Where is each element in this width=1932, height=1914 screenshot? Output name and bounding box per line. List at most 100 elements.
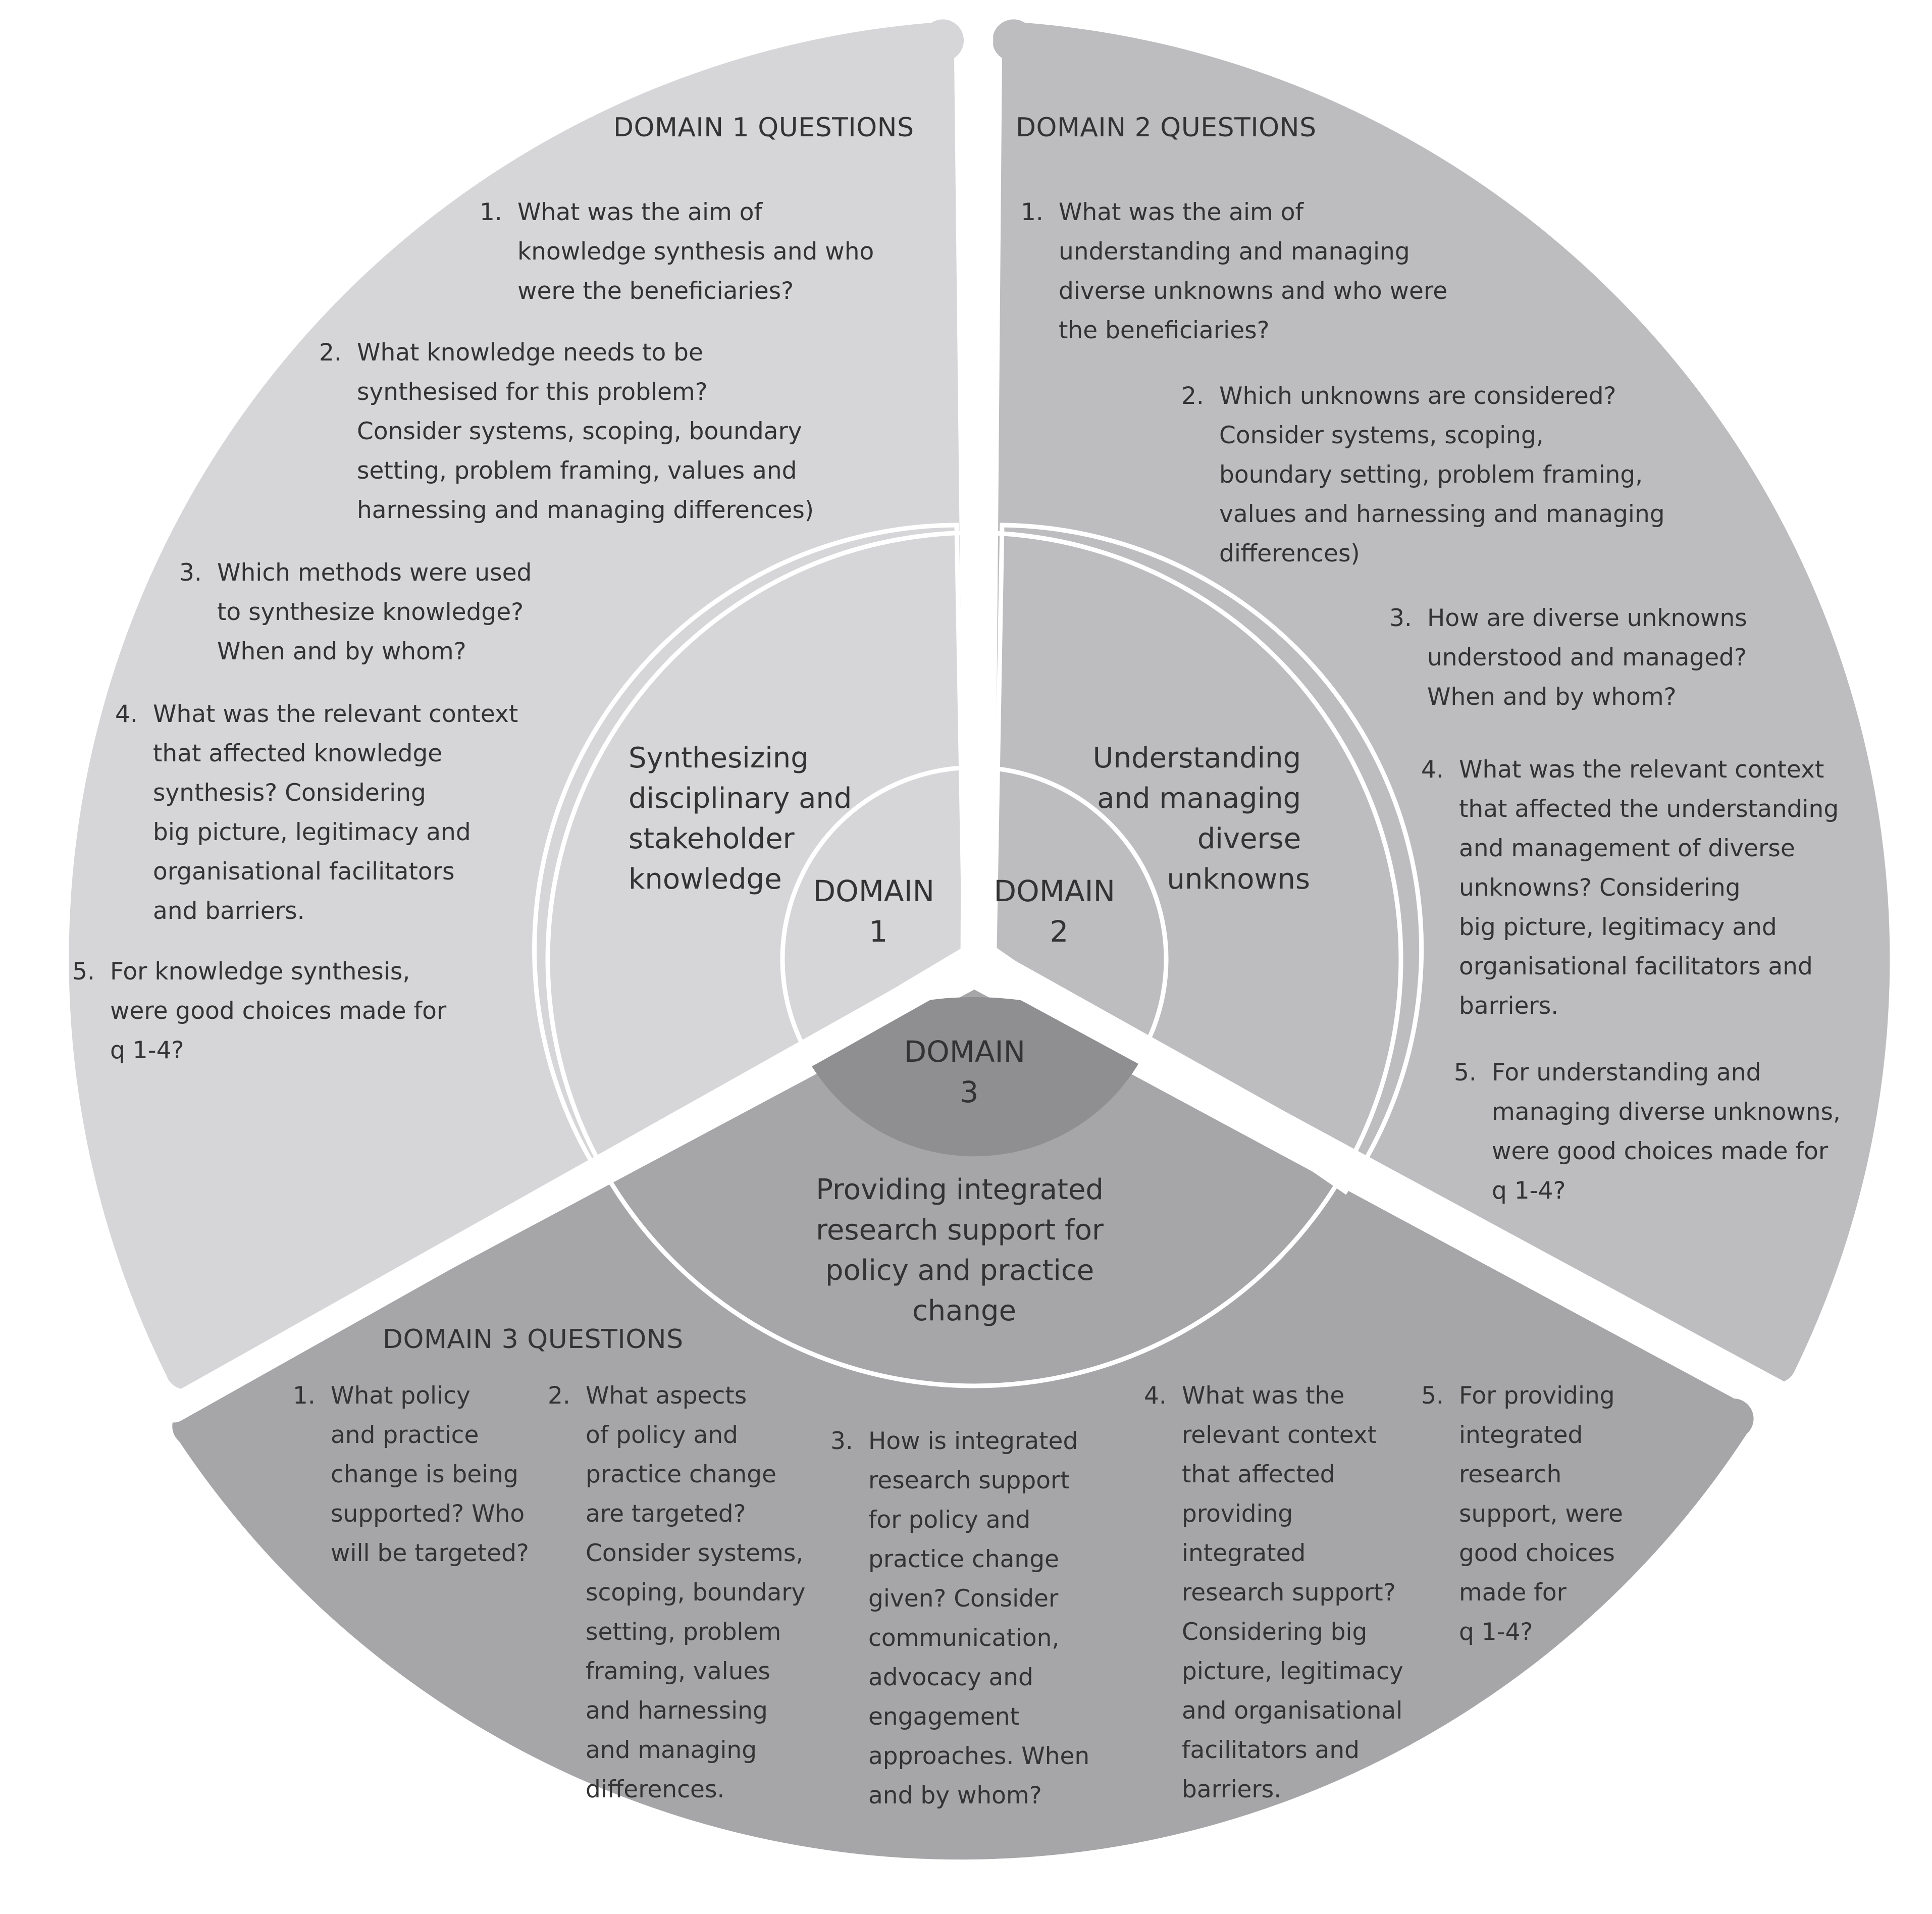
- question-line: to synthesize knowledge?: [217, 598, 524, 626]
- question-line: organisational facilitators and: [1459, 953, 1813, 980]
- domain1-questions-header: DOMAIN 1 QUESTIONS: [613, 113, 914, 143]
- question-line: big picture, legitimacy and: [1459, 913, 1777, 941]
- question-line: What aspects: [586, 1382, 747, 1410]
- question-number: 5.: [1421, 1382, 1444, 1410]
- question-line: framing, values: [586, 1658, 770, 1685]
- question-line: facilitators and: [1182, 1736, 1360, 1764]
- question-line: research support: [868, 1467, 1070, 1494]
- separator-spoke-top: [960, 6, 994, 973]
- question-number: 4.: [115, 700, 138, 728]
- question-line: research: [1459, 1461, 1561, 1488]
- center-hub: [944, 962, 1005, 985]
- domain2-questions-header: DOMAIN 2 QUESTIONS: [1016, 113, 1317, 143]
- question-line: synthesis? Considering: [153, 779, 426, 807]
- question-line: barriers.: [1182, 1776, 1281, 1803]
- question-line: were the beneficiaries?: [517, 277, 794, 305]
- question-line: For understanding and: [1492, 1059, 1761, 1087]
- question-line: and managing: [586, 1736, 757, 1764]
- question-line: managing diverse unknowns,: [1492, 1098, 1841, 1126]
- question-number: 4.: [1421, 756, 1444, 784]
- domain2-ring: [992, 523, 1424, 1195]
- question-line: What was the aim of: [1059, 198, 1304, 226]
- question-number: 3.: [179, 559, 202, 587]
- question-line: Consider systems,: [586, 1539, 803, 1567]
- domain2-question-4: 4. What was the relevant context that affe…: [1421, 756, 1839, 1020]
- question-line: differences.: [586, 1776, 724, 1803]
- question-line: For knowledge synthesis,: [110, 958, 410, 986]
- question-line: communication,: [868, 1624, 1059, 1652]
- question-line: given? Consider: [868, 1585, 1059, 1613]
- question-line: Which methods were used: [217, 559, 532, 587]
- question-line: were good choices made for: [1492, 1137, 1829, 1165]
- question-line: that affected the understanding: [1459, 795, 1839, 823]
- question-line: engagement: [868, 1703, 1019, 1731]
- question-line: that affected knowledge: [153, 740, 442, 767]
- question-line: relevant context: [1182, 1421, 1377, 1449]
- question-line: that affected: [1182, 1461, 1335, 1488]
- question-line: What was the relevant context: [1459, 756, 1824, 784]
- separator-spoke-left: [160, 945, 988, 1423]
- question-line: unknowns? Considering: [1459, 874, 1741, 902]
- question-line: and barriers.: [153, 897, 305, 925]
- domain3-center-cap: [803, 997, 1146, 1157]
- domain1-sector: [69, 19, 964, 1389]
- question-line: scoping, boundary: [586, 1579, 805, 1607]
- question-line: q 1-4?: [1492, 1177, 1566, 1205]
- domain2-ring-label: Understanding and managing diverse unkno…: [1093, 742, 1310, 896]
- question-line: research support?: [1182, 1579, 1396, 1607]
- question-line: barriers.: [1459, 992, 1558, 1020]
- question-line: What knowledge needs to be: [357, 339, 703, 367]
- question-line: harnessing and managing differences): [357, 496, 814, 524]
- question-line: boundary setting, problem framing,: [1219, 461, 1643, 489]
- question-number: 1.: [293, 1382, 316, 1410]
- question-line: and harnessing: [586, 1697, 768, 1725]
- domain3-question-5: 5.For providingintegratedresearchsupport…: [1421, 1382, 1623, 1646]
- question-number: 3.: [830, 1427, 853, 1455]
- domain1-ring: [532, 523, 967, 1172]
- question-number: 1.: [480, 198, 502, 226]
- question-line: good choices: [1459, 1539, 1615, 1567]
- question-line: setting, problem framing, values and: [357, 457, 797, 485]
- question-number: 2.: [548, 1382, 570, 1410]
- question-line: and by whom?: [868, 1782, 1042, 1809]
- question-line: q 1-4?: [1459, 1618, 1533, 1646]
- domain1-ring-label: Synthesizing disciplinary and stakeholde…: [629, 742, 861, 896]
- question-line: and organisational: [1182, 1697, 1402, 1725]
- question-line: big picture, legitimacy and: [153, 818, 471, 846]
- question-line: approaches. When: [868, 1742, 1089, 1770]
- question-line: for policy and: [868, 1506, 1030, 1534]
- question-line: integrated: [1459, 1421, 1583, 1449]
- domain1-question-4: 4. What was the relevant context that affe…: [115, 700, 518, 925]
- question-number: 2.: [1181, 382, 1204, 410]
- question-line: and practice: [331, 1421, 479, 1449]
- question-line: picture, legitimacy: [1182, 1658, 1403, 1685]
- domain3-question-2: 2. What aspects of policy and practice chan…: [548, 1382, 805, 1803]
- question-line: practice change: [586, 1461, 776, 1488]
- domain3-sector: [172, 990, 1754, 1860]
- question-line: understanding and managing: [1059, 238, 1410, 266]
- domain2-sector: [992, 19, 1890, 1383]
- question-line: For providing: [1459, 1382, 1615, 1410]
- question-number: 5.: [1454, 1059, 1477, 1087]
- question-line: What was the relevant context: [153, 700, 518, 728]
- question-line: setting, problem: [586, 1618, 781, 1646]
- question-line: supported? Who: [331, 1500, 525, 1528]
- domain1-question-2: 2.What knowledge needs to besynthesised …: [319, 339, 814, 524]
- question-line: made for: [1459, 1579, 1567, 1607]
- question-line: knowledge synthesis and who: [517, 238, 874, 266]
- question-line: the beneficiaries?: [1059, 317, 1270, 344]
- question-line: of policy and: [586, 1421, 738, 1449]
- question-number: 5.: [72, 958, 95, 986]
- question-line: will be targeted?: [331, 1539, 529, 1567]
- question-line: understood and managed?: [1427, 644, 1747, 671]
- domain3-center-label: DOMAIN 3: [904, 1034, 1035, 1109]
- question-number: 4.: [1144, 1382, 1167, 1410]
- question-line: organisational facilitators: [153, 858, 454, 886]
